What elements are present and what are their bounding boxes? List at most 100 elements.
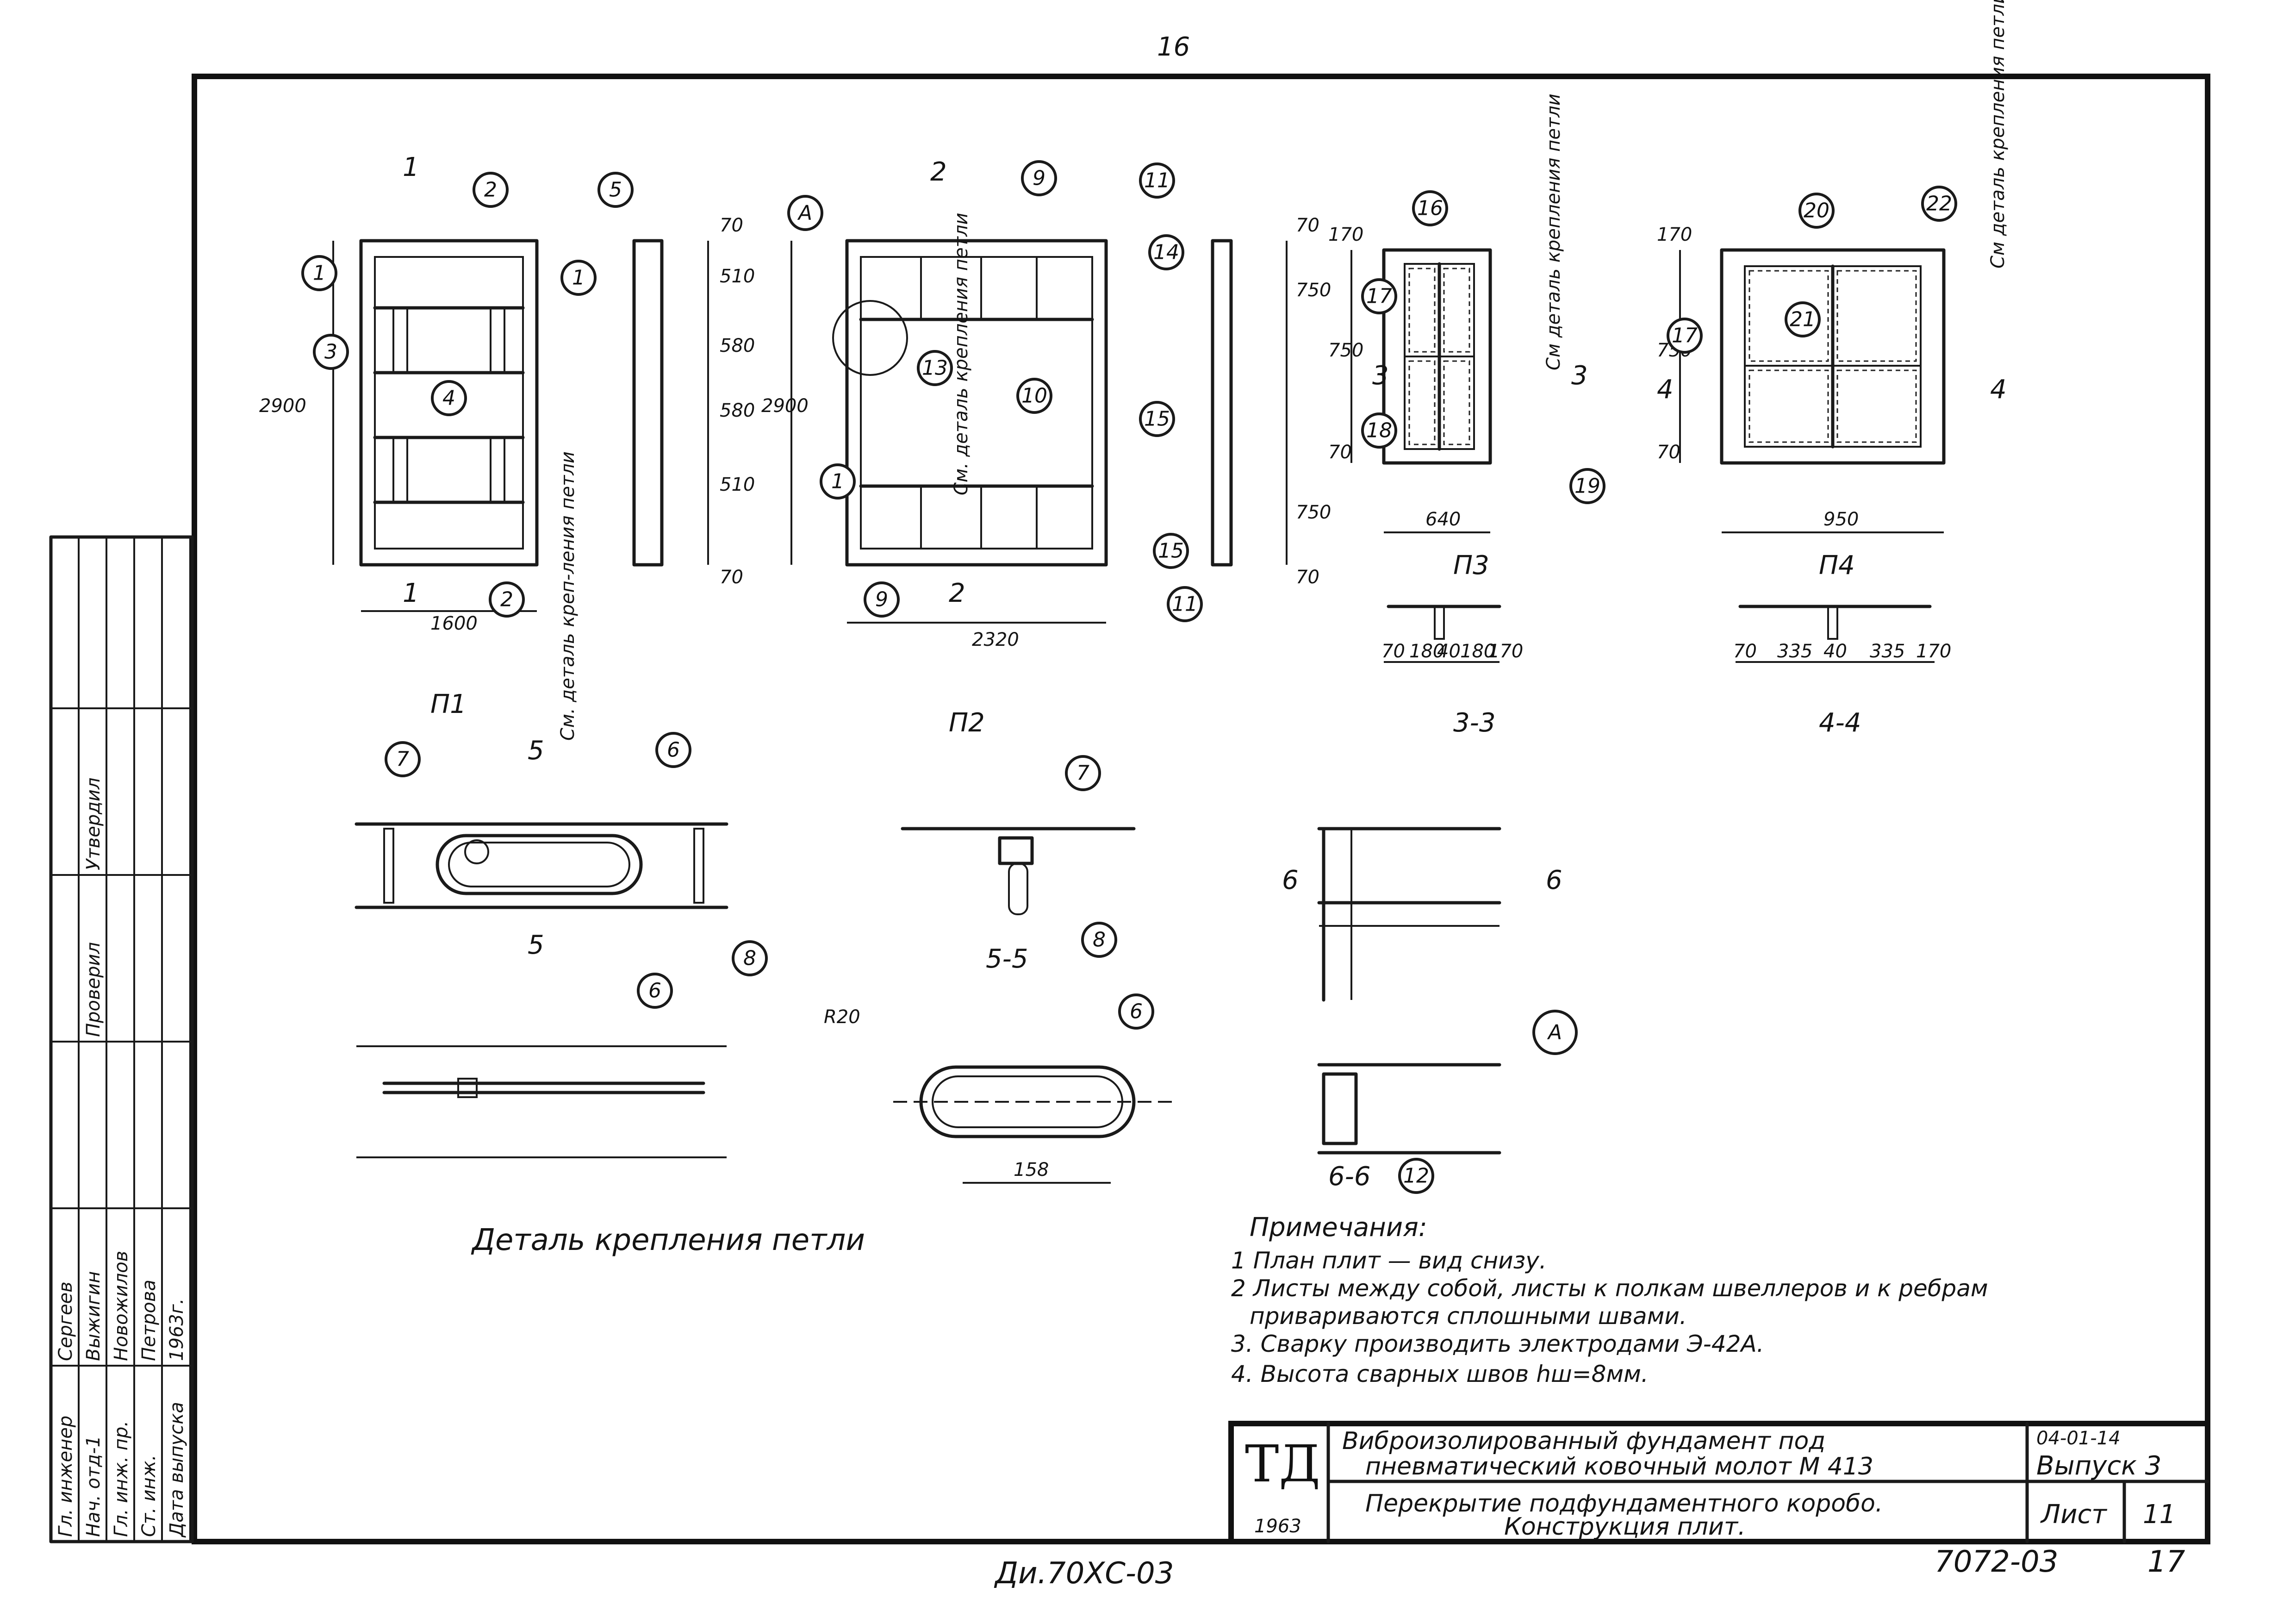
svg-text:22: 22: [1926, 192, 1952, 216]
svg-text:17: 17: [1366, 285, 1392, 308]
p2-label: П2: [949, 708, 985, 738]
stamp-role-2: Гл. инж. пр.: [111, 1421, 132, 1537]
callout-17b: 17: [1667, 318, 1703, 354]
title-block-sheet-number: 11: [2143, 1499, 2176, 1530]
svg-text:6: 6: [648, 979, 661, 1003]
p2-side-dim-3: 70: [1296, 567, 1319, 588]
loop-detail-drawing: [355, 822, 1501, 1184]
p1-label: П1: [430, 689, 467, 719]
section-6-mark-right: 6: [1546, 865, 1562, 895]
callout-12: 12: [1398, 1158, 1434, 1194]
svg-text:7: 7: [1076, 762, 1089, 785]
callout-13: 13: [917, 350, 953, 386]
note-item-2-cont: привариваются сплошными швами.: [1250, 1303, 1687, 1330]
stamp-role-1: Нач. отд-1: [83, 1436, 104, 1537]
stamp-role-3: Ст. инж.: [138, 1455, 160, 1537]
p2-height: 2900: [761, 395, 809, 417]
p3-section-mark-right: 3: [1571, 361, 1588, 391]
p2-width: 2320: [972, 629, 1019, 650]
plate-p1-drawing: [332, 239, 709, 612]
page-number-top: 16: [1157, 32, 1190, 62]
stamp-role-4: Дата выпуска: [166, 1402, 187, 1538]
section-5-mark-bottom: 5: [528, 930, 544, 960]
detail-title: Деталь крепления петли: [471, 1223, 865, 1257]
plate-p3-drawing: [1350, 248, 1501, 663]
p4-label: П4: [1819, 550, 1855, 581]
p4-section-dim-3: 335: [1870, 641, 1905, 662]
callout-6: 6: [655, 732, 691, 768]
callout-1c: 1: [820, 463, 856, 500]
callout-7b: 7: [1065, 755, 1101, 791]
callout-2b: 2: [489, 581, 525, 618]
svg-text:1: 1: [831, 470, 844, 493]
callout-1: 1: [301, 255, 337, 291]
note-item-4: 4. Высота сварных швов hш=8мм.: [1231, 1361, 1649, 1387]
svg-text:11: 11: [1172, 593, 1198, 616]
svg-text:6: 6: [1130, 1000, 1143, 1024]
stamp-name-3: Петрова: [138, 1280, 160, 1361]
title-block-issue: Выпуск 3: [2036, 1451, 2161, 1481]
note-item-1: 1 План плит — вид снизу.: [1231, 1247, 1547, 1274]
svg-text:6: 6: [667, 738, 680, 762]
loop-length-label: 158: [1014, 1159, 1049, 1181]
p1-section-mark-bottom: 1: [403, 578, 419, 608]
callout-4: 4: [431, 380, 467, 416]
svg-text:7: 7: [396, 748, 409, 771]
callout-7: 7: [385, 741, 421, 777]
p4-width: 950: [1823, 509, 1859, 530]
callout-20: 20: [1798, 193, 1835, 229]
svg-text:4: 4: [442, 387, 455, 410]
svg-text:13: 13: [922, 356, 948, 380]
p1-side-dim-1: 510: [720, 266, 755, 287]
callout-22: 22: [1921, 186, 1957, 222]
callout-9b: 9: [864, 581, 900, 618]
svg-text:14: 14: [1153, 241, 1179, 264]
callout-16: 16: [1412, 190, 1448, 226]
stamp-name-0: Сергеев: [55, 1281, 76, 1361]
svg-text:2: 2: [484, 178, 497, 202]
section-5-5-title: 5-5: [986, 944, 1028, 974]
svg-text:8: 8: [743, 947, 756, 970]
sheet-border: [192, 74, 2210, 1544]
stamp-side-label-0: Утвердил: [83, 778, 104, 870]
callout-6b: 6: [637, 973, 673, 1009]
callout-11b: 11: [1167, 586, 1203, 622]
svg-text:11: 11: [1144, 169, 1170, 193]
p3-section-dim-4: 170: [1488, 641, 1523, 662]
p4-section-dim-1: 335: [1777, 641, 1812, 662]
p3-label: П3: [1453, 550, 1489, 581]
callout-17: 17: [1361, 278, 1397, 314]
p3-section-dim-2: 40: [1437, 641, 1461, 662]
callout-9: 9: [1021, 160, 1057, 196]
section-6-6-title: 6-6: [1328, 1162, 1370, 1192]
callout-8b: 8: [1081, 922, 1117, 958]
p4-section-mark-left: 4: [1657, 375, 1674, 405]
p4-section-mark-right: 4: [1990, 375, 2007, 405]
svg-text:16: 16: [1417, 197, 1443, 220]
page-number-bottom-right: 17: [2147, 1545, 2185, 1579]
svg-text:12: 12: [1403, 1164, 1429, 1188]
title-block-frame: [1228, 1421, 2210, 1544]
p2-side-dim-2: 750: [1296, 502, 1331, 523]
callout-1b: 1: [560, 260, 597, 296]
svg-text:19: 19: [1574, 475, 1600, 498]
callout-5: 5: [597, 172, 634, 208]
p3-width: 640: [1425, 509, 1461, 530]
stamp-name-4: 1963г.: [166, 1298, 187, 1361]
callout-19: 19: [1569, 468, 1605, 504]
bottom-code: Ди.70ХС-03: [994, 1556, 1174, 1591]
title-block-sheet-label: Лист: [2040, 1499, 2107, 1530]
svg-text:9: 9: [1033, 167, 1045, 190]
p4-section-dim-4: 170: [1916, 641, 1951, 662]
loop-radius-label: R20: [824, 1006, 860, 1028]
subtitle-line-2: Конструкция плит.: [1504, 1513, 1746, 1541]
stamp-name-2: Новожилов: [111, 1251, 132, 1361]
p2-side-dim-0: 70: [1296, 215, 1319, 236]
plate-p4-drawing: [1679, 248, 1946, 663]
svg-text:3: 3: [324, 340, 337, 364]
p4-side-dim-2: 70: [1657, 442, 1680, 463]
svg-text:1: 1: [572, 266, 585, 290]
svg-text:18: 18: [1366, 419, 1392, 443]
p4-section-title: 4-4: [1819, 708, 1861, 738]
